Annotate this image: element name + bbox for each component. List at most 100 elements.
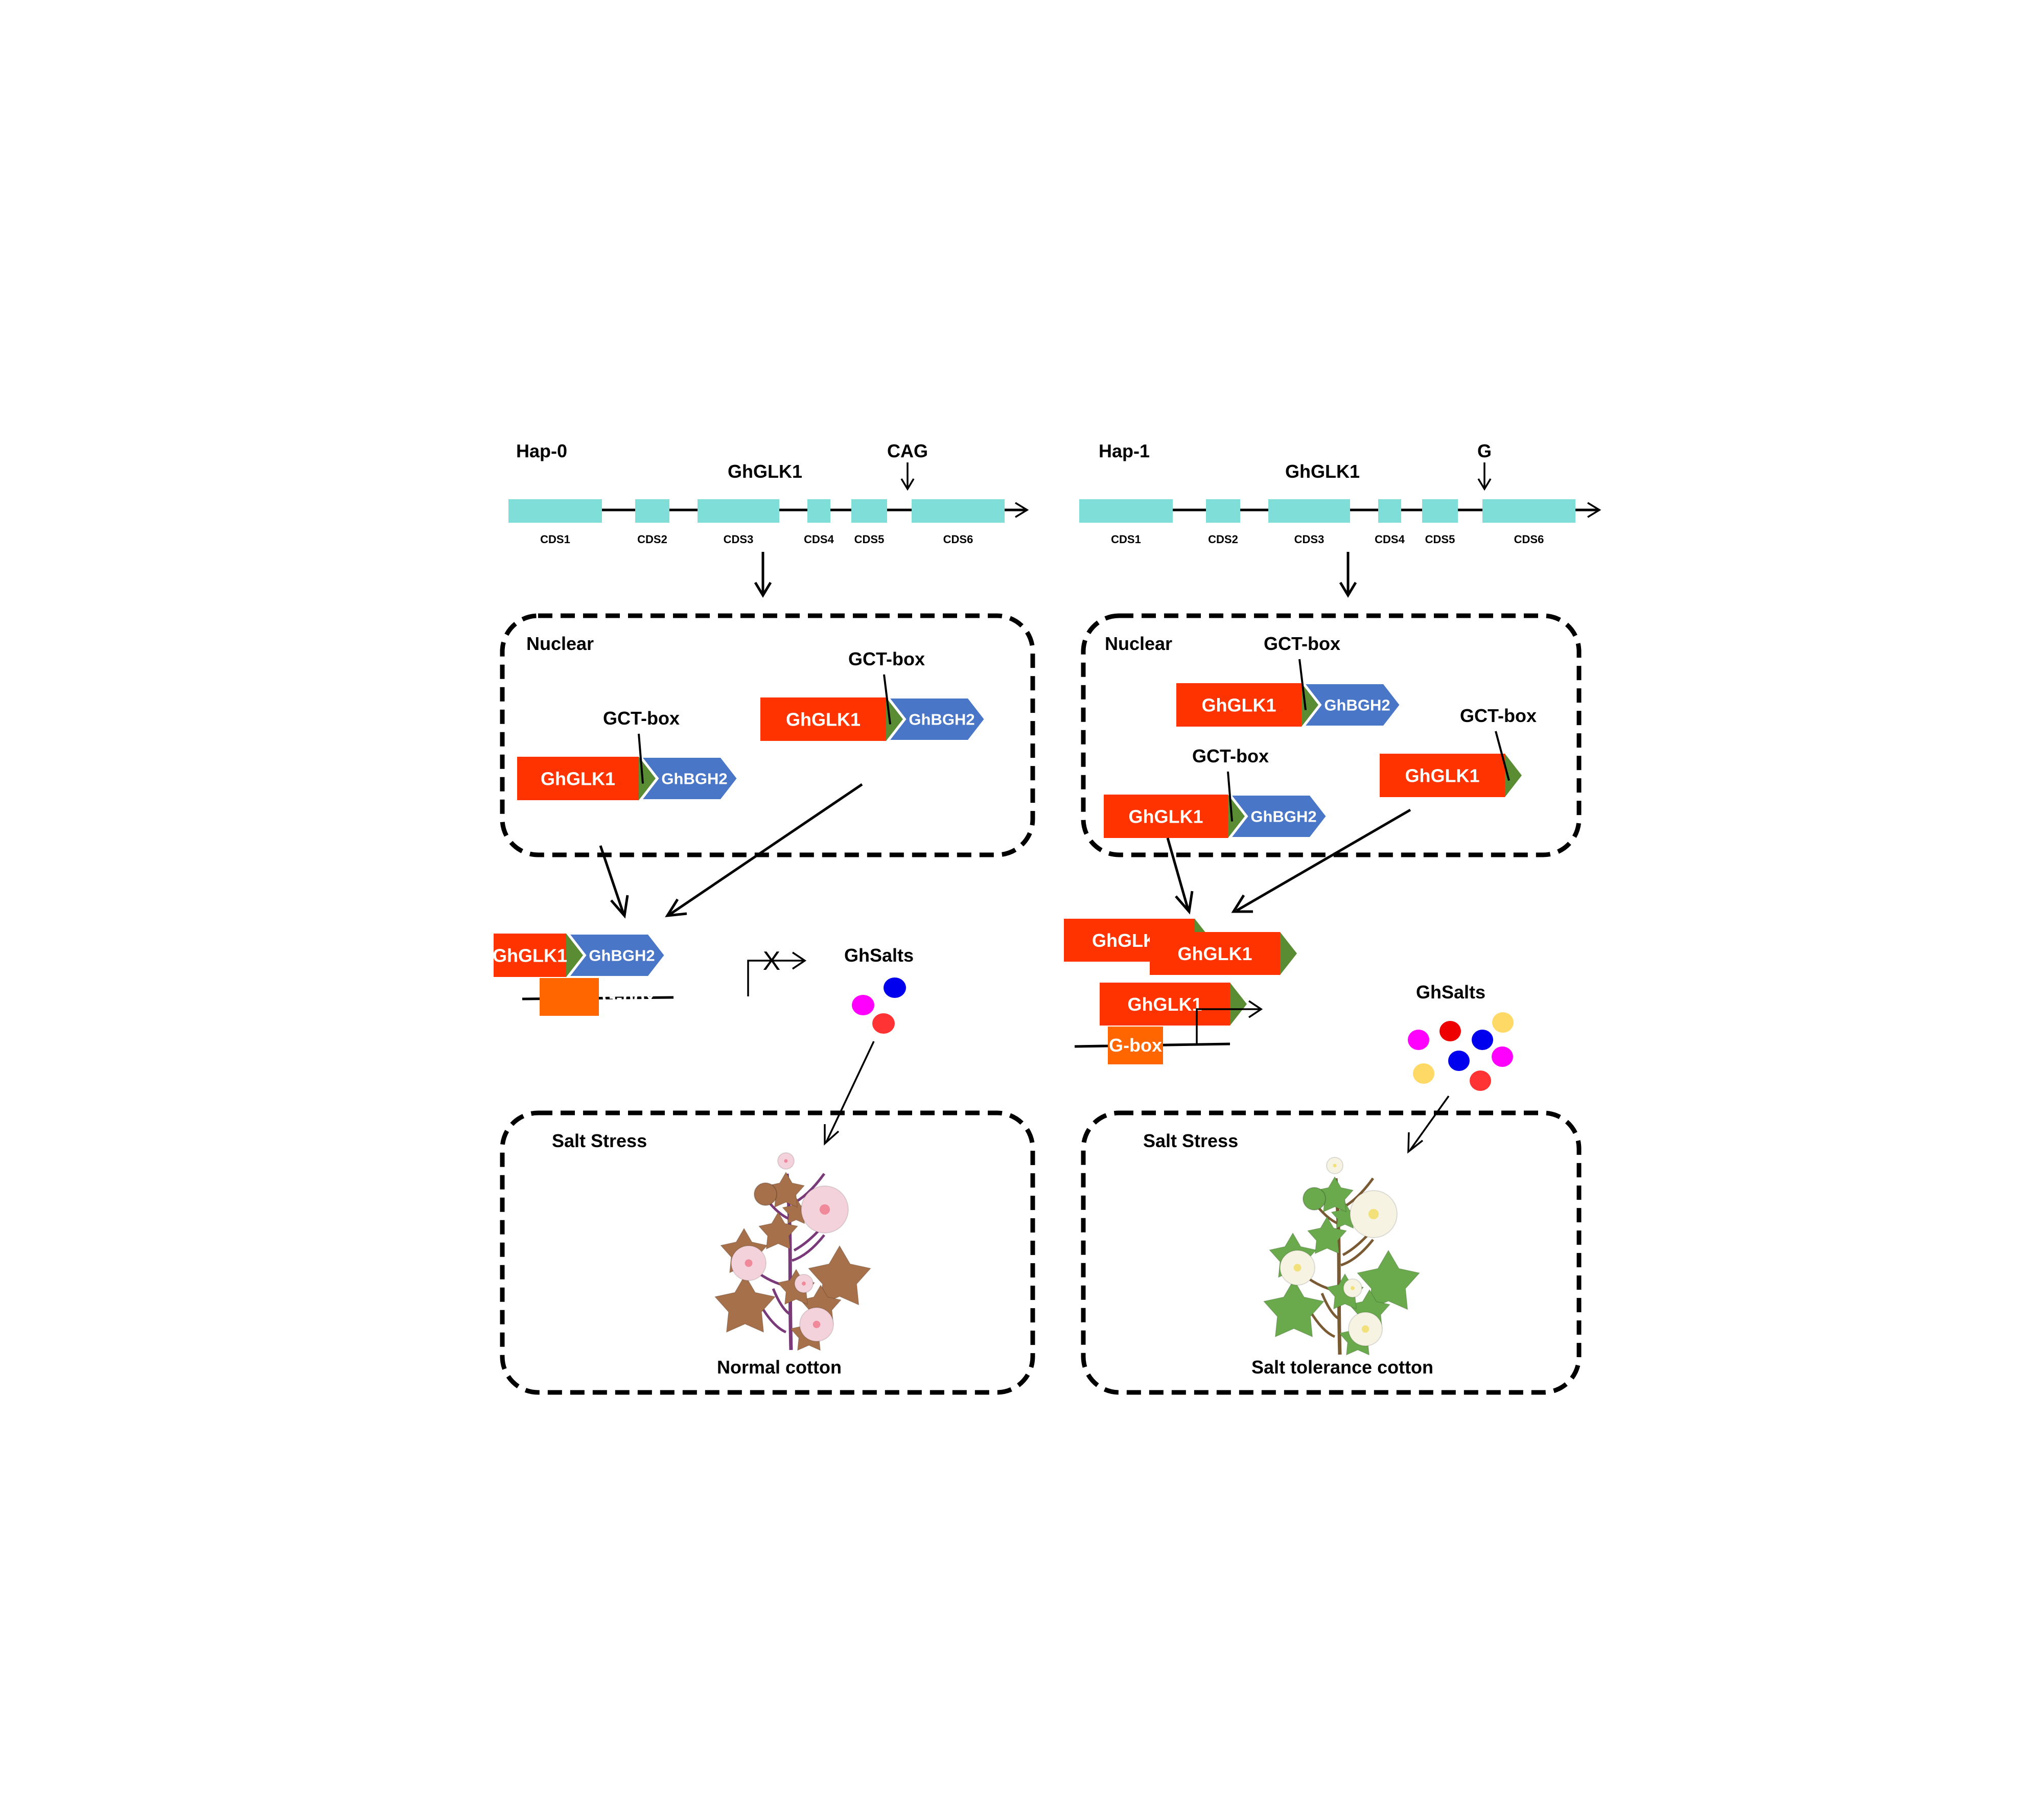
arrow-icon (1166, 837, 1190, 910)
glk1-label: GhGLK1 (493, 945, 567, 966)
gene-label: GhGLK1 (1285, 461, 1360, 482)
cotton-plant-illustration-stressed (714, 1152, 872, 1351)
free-glk1: GhGLK1 (1150, 932, 1297, 975)
gct-box-label: GCT-box (848, 648, 925, 669)
plant-flower-center (1361, 1325, 1369, 1333)
variant-label: G (1477, 440, 1492, 461)
down-arrow-head-icon (754, 581, 772, 598)
gct-box-motif (566, 934, 583, 977)
salts-label: GhSalts (1416, 982, 1485, 1003)
haplotype-label: Hap-0 (516, 440, 567, 461)
exon-block (508, 499, 602, 523)
exon-label: CDS5 (854, 533, 885, 546)
plant-leaf (714, 1274, 776, 1333)
glk1-block (1380, 754, 1505, 797)
promoter-bound-glk1: GhGLK1 (1100, 983, 1247, 1026)
gct-box-motif (1302, 683, 1318, 727)
plant-flower-center (1293, 1264, 1302, 1272)
left-phenotype-box: Salt Stress Normal cotton (500, 1110, 1035, 1395)
exon-label: CDS3 (724, 533, 754, 546)
arrow-head-icon (1231, 894, 1253, 913)
g-box-element (1108, 1027, 1163, 1064)
bgh2-block (1227, 794, 1329, 839)
salt-ion-yellow (1413, 1063, 1434, 1084)
bgh2-label: GhBGH2 (589, 947, 655, 965)
plant-bud (754, 1182, 777, 1206)
phenotype-compartment (1081, 1110, 1582, 1395)
gct-box-pointer (638, 733, 644, 784)
salt-ion-magenta (1492, 1046, 1513, 1067)
arrow-head-icon (1407, 1132, 1424, 1154)
exon-block (912, 499, 1005, 523)
arrow-icon (1236, 808, 1411, 912)
plant-branch (1309, 1310, 1336, 1338)
salt-stress-label: Salt Stress (552, 1130, 647, 1151)
plant-flower-center (819, 1204, 830, 1215)
exon-label: CDS6 (1514, 533, 1544, 546)
arrow-icon (668, 783, 863, 916)
right-promoter: GhGLK1 GhGLK1 GhGLK1 G-box (1064, 919, 1297, 1064)
right-phenotype-box: Salt Stress Salt tolerance cotton (1081, 1110, 1582, 1395)
exon-label: CDS2 (1208, 533, 1238, 546)
exon-block (1079, 499, 1173, 523)
nuclear-label: Nuclear (1105, 633, 1172, 654)
salts-label: GhSalts (844, 945, 914, 966)
down-arrow-head-icon (1339, 581, 1357, 598)
transcription-arrow-head-icon (1248, 1000, 1263, 1018)
exon-label: CDS1 (540, 533, 570, 546)
plant-flower-center (784, 1159, 788, 1163)
plant-branch (792, 1234, 825, 1262)
exon-block (851, 499, 887, 523)
gct-box-pointer (1495, 731, 1510, 781)
g-box-label: G-box (602, 987, 655, 1008)
gct-box-motif (1505, 754, 1522, 797)
plant-leaf (758, 1211, 799, 1250)
exon-label: CDS5 (1425, 533, 1455, 546)
arrow-head-icon (1175, 891, 1194, 915)
salt-stress-label: Salt Stress (1143, 1130, 1238, 1151)
bgh2-label: GhBGH2 (661, 770, 727, 788)
arrow-head-icon (665, 898, 687, 918)
left-salts: GhSalts (824, 945, 914, 1146)
gct-box-label: GCT-box (1460, 705, 1537, 726)
exon-block (1422, 499, 1458, 523)
plant-branch (760, 1306, 787, 1334)
gct-box-label: GCT-box (1264, 633, 1340, 654)
gct-box-label: GCT-box (603, 708, 680, 729)
salt-ion-blue (1472, 1030, 1493, 1050)
gene-direction-arrow-icon (1587, 502, 1601, 518)
blocked-x-icon: X (763, 946, 781, 976)
left-flow-arrows (599, 783, 863, 919)
glk1-label: GhGLK1 (1177, 943, 1252, 964)
plant-leaf (807, 1245, 872, 1306)
phenotype-caption: Salt tolerance cotton (1251, 1357, 1433, 1378)
gene-direction-arrow-icon (1015, 502, 1029, 518)
cotton-plant-illustration-tolerant (1263, 1157, 1421, 1356)
glk1-label: GhGLK1 (541, 769, 615, 789)
gct-box-motif (886, 697, 903, 741)
salt-ion-magenta (852, 995, 874, 1015)
phenotype-compartment (500, 1110, 1035, 1395)
plant-flower-center (1333, 1163, 1337, 1168)
exon-label: CDS3 (1294, 533, 1325, 546)
glk1-block (494, 934, 566, 977)
phenotype-caption: Normal cotton (717, 1357, 842, 1378)
right-salts: GhSalts (1407, 982, 1514, 1154)
salt-ion-blue (884, 977, 906, 998)
glk1-block (1150, 932, 1280, 975)
plant-branch (1340, 1239, 1374, 1267)
exon-block (1206, 499, 1240, 523)
plant-branch (1320, 1293, 1340, 1320)
bgh2-label: GhBGH2 (909, 711, 974, 729)
gct-box-pointer (883, 674, 891, 725)
arrow-icon (1409, 1095, 1450, 1151)
glk1-label: GhGLK1 (1201, 695, 1276, 716)
salt-ion-red (1470, 1070, 1491, 1091)
exon-block (807, 499, 830, 523)
glk1-block (1104, 795, 1228, 838)
